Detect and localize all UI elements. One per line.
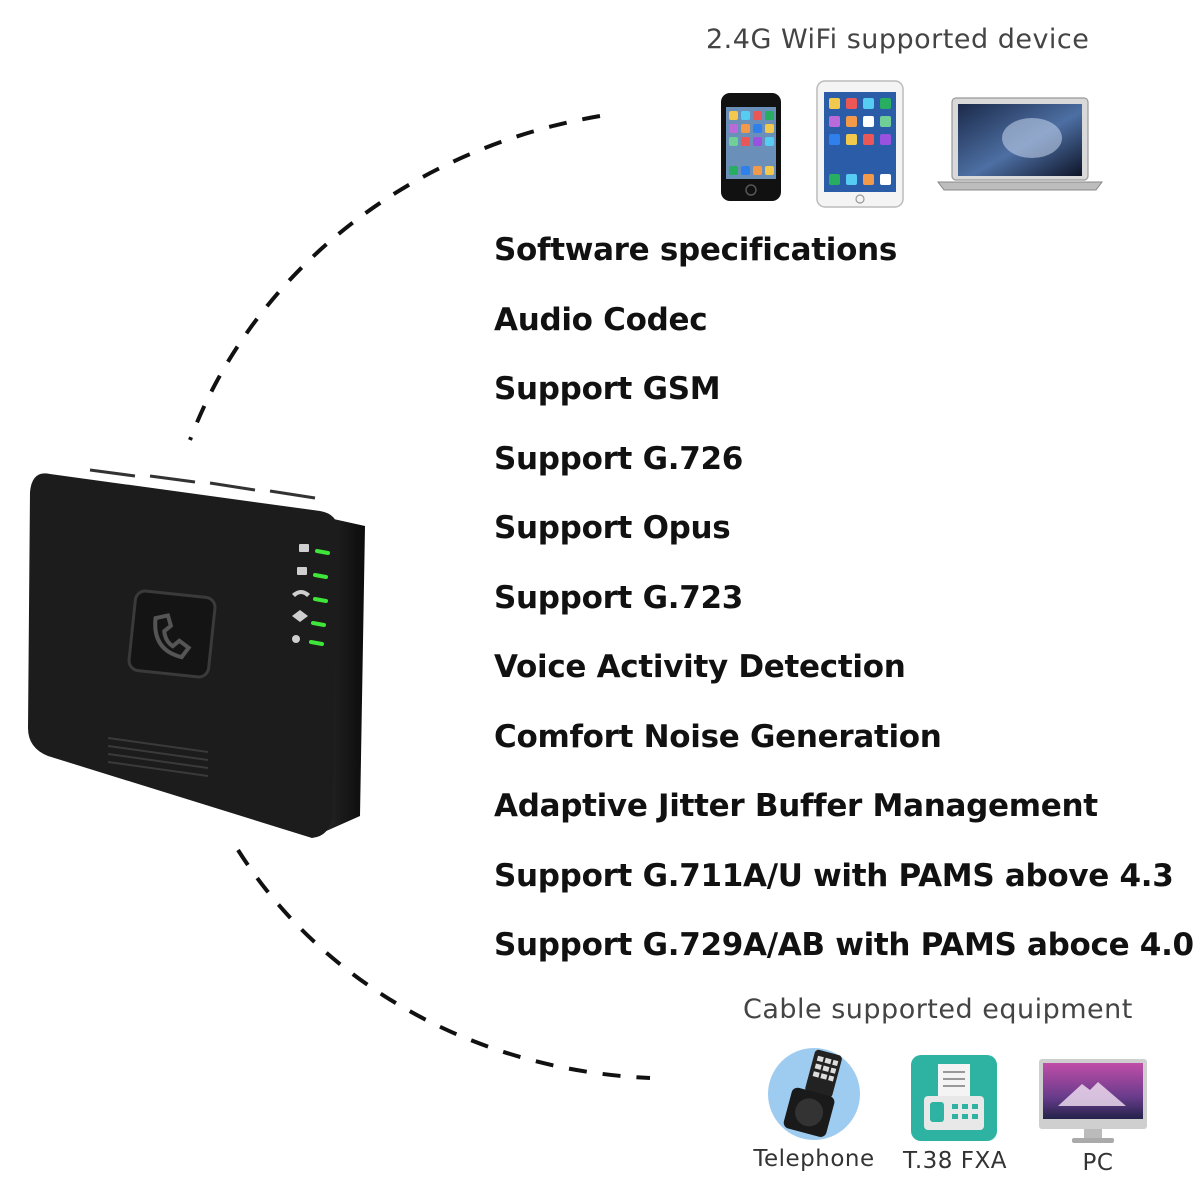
equipment-label-telephone: Telephone — [753, 1146, 875, 1172]
spec-item: Audio Codec — [494, 301, 708, 338]
tablet-icon — [816, 80, 904, 208]
fax-icon — [911, 1055, 997, 1141]
spec-item: Support G.711A/U with PAMS above 4.3 — [494, 857, 1174, 894]
voip-adapter-icon — [28, 468, 365, 838]
specifications-list: Software specifications Audio Codec Supp… — [494, 228, 1194, 993]
laptop-icon — [937, 97, 1103, 191]
equipment-label-fax: T.38 FXA — [903, 1148, 1007, 1174]
desktop-pc-icon — [1039, 1059, 1147, 1143]
spec-item: Support G.723 — [494, 579, 744, 616]
spec-item: Adaptive Jitter Buffer Management — [494, 788, 1098, 824]
spec-item: Voice Activity Detection — [494, 649, 906, 685]
spec-item: Support G.726 — [494, 440, 744, 477]
smartphone-icon — [721, 93, 781, 201]
telephone-icon — [768, 1048, 860, 1140]
spec-item: Support GSM — [494, 371, 721, 407]
equipment-label-pc: PC — [1082, 1150, 1114, 1176]
spec-item: Software specifications — [494, 232, 898, 268]
wifi-devices-title: 2.4G WiFi supported device — [706, 24, 1090, 55]
spec-item: Comfort Noise Generation — [494, 718, 942, 755]
spec-item: Support Opus — [494, 510, 731, 546]
spec-item: Support G.729A/AB with PAMS aboce 4.0 — [494, 927, 1194, 963]
cable-equipment-title: Cable supported equipment — [743, 994, 1133, 1025]
